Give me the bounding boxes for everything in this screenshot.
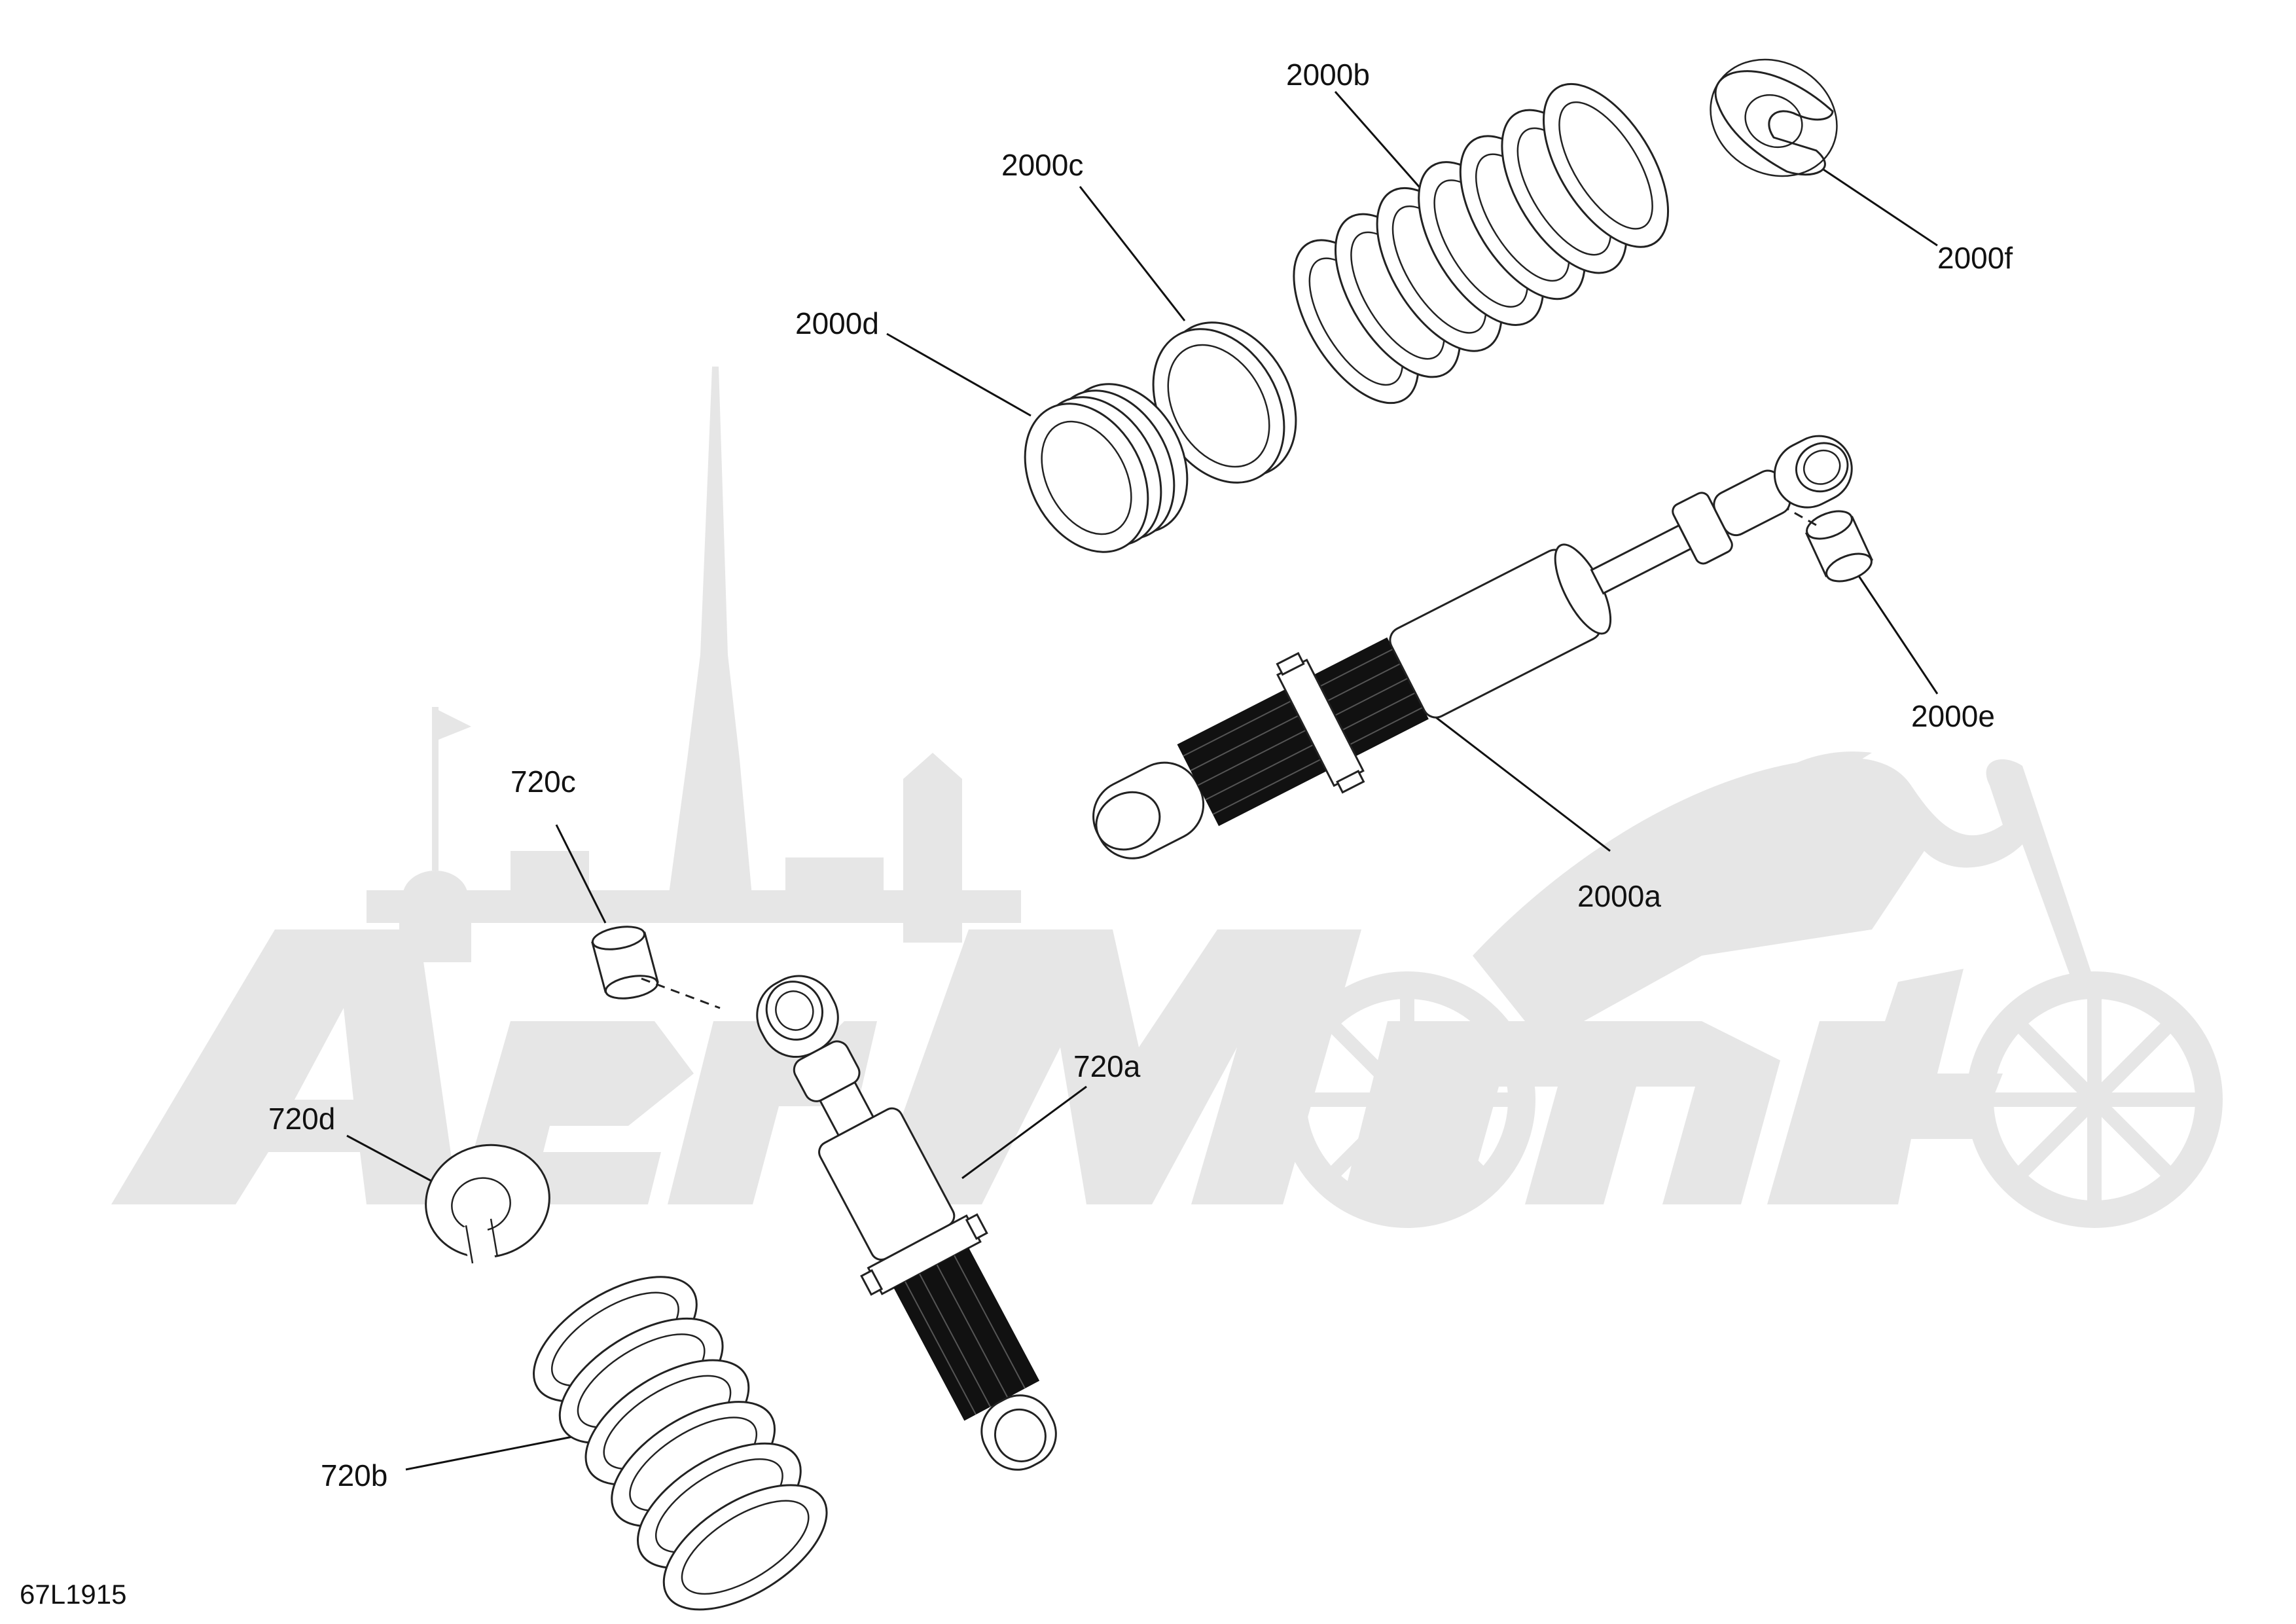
- watermark-wordmark: [111, 929, 2003, 1204]
- part-2000d-adjuster-sleeve: [1024, 383, 1189, 553]
- part-720c-bushing: [591, 926, 659, 1000]
- callout-2000f[interactable]: 2000f: [1937, 241, 2013, 275]
- watermark-motorcycle: [1279, 751, 2223, 1228]
- callout-720a[interactable]: 720a: [1073, 1049, 1141, 1083]
- drawing-reference-number: 67L1915: [20, 1579, 127, 1610]
- callout-720b[interactable]: 720b: [321, 1458, 387, 1492]
- part-2000f-retainer-clip: [1710, 58, 1838, 177]
- callout-2000b[interactable]: 2000b: [1286, 58, 1370, 92]
- leader-lines: [346, 91, 1939, 1471]
- part-720a-shock-absorber: [756, 975, 1057, 1471]
- part-2000e-bushing: [1804, 510, 1874, 583]
- watermark-logo: [111, 367, 2223, 1228]
- part-2000a-shock-absorber: [1092, 435, 1853, 859]
- callout-2000d[interactable]: 2000d: [795, 306, 879, 340]
- callout-2000a[interactable]: 2000a: [1577, 879, 1661, 913]
- callout-2000c[interactable]: 2000c: [1001, 148, 1083, 182]
- part-2000b-spring: [1293, 82, 1670, 405]
- callout-720c[interactable]: 720c: [511, 765, 576, 799]
- part-720d-retainer-clip: [425, 1144, 550, 1267]
- part-720b-spring: [533, 1276, 828, 1611]
- part-2000c-collar: [1152, 321, 1297, 484]
- callout-2000e[interactable]: 2000e: [1911, 699, 1995, 733]
- callout-labels: 2000b 2000c 2000d 2000f 2000e 2000a 720c…: [268, 58, 2013, 1492]
- callout-720d[interactable]: 720d: [268, 1102, 335, 1136]
